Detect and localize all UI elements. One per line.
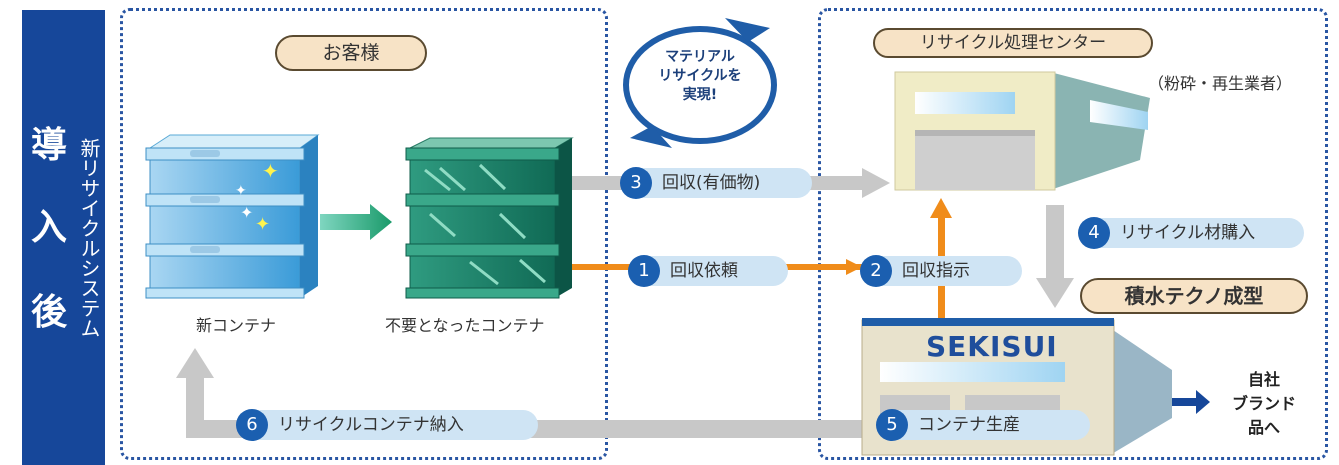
recycle-center-note: （粉砕・再生業者）	[1148, 74, 1293, 93]
step-label: コンテナ生産	[918, 415, 1020, 435]
step-number: 2	[860, 255, 892, 287]
step-5: 5 コンテナ生産	[876, 409, 1090, 441]
material-recycle-text: マテリアル リサイクルを 実現!	[658, 49, 742, 103]
new-container-illustration: ✦ ✦ ✦ ✦	[145, 134, 320, 299]
customer-group-box	[120, 8, 608, 460]
unneeded-container-label: 不要となったコンテナ	[385, 316, 545, 335]
step-number: 5	[876, 409, 908, 441]
recycle-loop-graphic	[623, 18, 777, 148]
step-2: 2 回収指示	[860, 255, 1022, 287]
recycle-group-box	[818, 8, 1328, 460]
step-3: 3 回収(有価物)	[620, 167, 812, 199]
sidebar-char-2: 入	[31, 207, 68, 248]
step-6: 6 リサイクルコンテナ納入	[236, 409, 538, 441]
step-1: 1 回収依頼	[628, 255, 788, 287]
svg-text:✦: ✦	[262, 159, 279, 183]
sidebar-panel: 導 入 後 新リサイクルシステム	[22, 10, 105, 465]
svg-text:✦: ✦	[255, 214, 270, 235]
own-brand-text: 自社 ブランド 品へ	[1231, 370, 1296, 437]
customer-title: お客様	[275, 35, 427, 71]
new-container-label: 新コンテナ	[196, 316, 277, 335]
transition-arrow	[320, 204, 392, 240]
sekisui-logo: SEKISUI	[926, 330, 1058, 363]
step-label: 回収依頼	[670, 261, 738, 281]
step-number: 6	[236, 409, 268, 441]
recycle-center-building	[894, 71, 1150, 191]
unneeded-container-illustration	[405, 137, 574, 299]
step-label: 回収指示	[902, 261, 970, 281]
recycle-center-title: リサイクル処理センター	[873, 28, 1153, 58]
sidebar-char-3: 後	[31, 292, 68, 333]
step-number: 4	[1078, 217, 1110, 249]
step-label: 回収(有価物)	[662, 173, 761, 193]
sidebar-char-1: 導	[31, 125, 68, 166]
svg-text:✦: ✦	[235, 183, 247, 199]
svg-text:✦: ✦	[240, 203, 253, 222]
step-4: 4 リサイクル材購入	[1078, 217, 1304, 249]
step-number: 1	[628, 255, 660, 287]
sidebar-subtitle: 新リサイクルシステム	[77, 138, 101, 338]
step-label: リサイクル材購入	[1120, 223, 1256, 243]
step-label: リサイクルコンテナ納入	[278, 415, 464, 435]
step-number: 3	[620, 167, 652, 199]
manufacturer-name: 積水テクノ成型	[1080, 278, 1308, 314]
